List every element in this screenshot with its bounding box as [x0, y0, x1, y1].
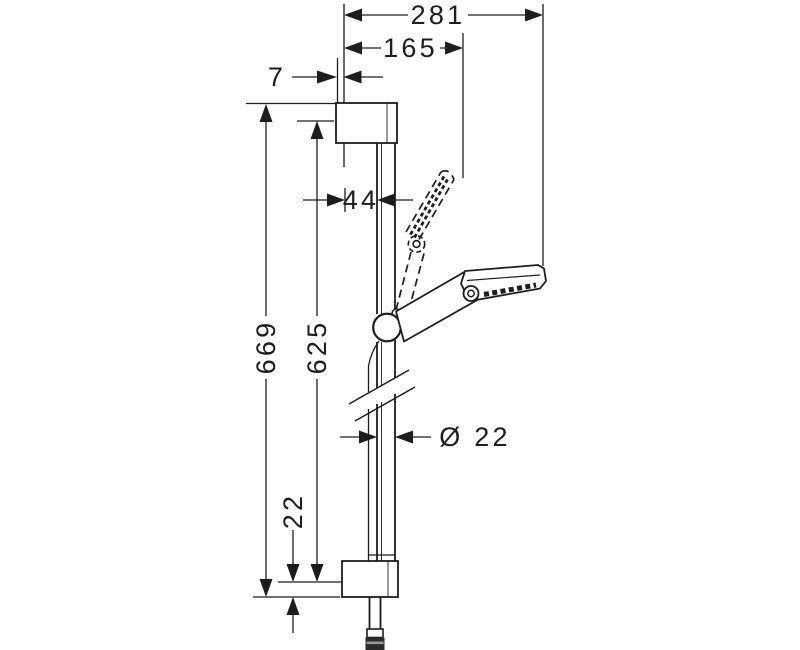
dim-7: [292, 70, 383, 84]
hose-collar: [366, 628, 384, 639]
dimension-labels: 281 165 7 44 669 625 22 Ø 22: [251, 0, 511, 530]
spray-nozzles: [483, 282, 537, 297]
dim-label-7: 7: [268, 62, 286, 92]
bottom-bracket: [341, 560, 399, 598]
top-bracket: [335, 102, 398, 144]
dim-165: [344, 41, 463, 55]
dim-label-44: 44: [343, 185, 380, 215]
dim-label-281: 281: [411, 0, 466, 30]
dim-669: [259, 104, 273, 597]
dim-44: [303, 193, 413, 207]
hand-shower-head: [460, 264, 547, 301]
dim-label-625: 625: [302, 320, 332, 375]
dimension-lines: [259, 8, 543, 633]
dim-281: [344, 8, 543, 22]
dim-625: [310, 121, 324, 582]
extension-lines: [246, 4, 544, 598]
dim-label-669: 669: [251, 320, 281, 375]
dim-diameter-22: [340, 430, 431, 444]
break-symbol: [348, 369, 416, 422]
hose-connector: [365, 597, 385, 650]
dim-label-165: 165: [383, 33, 438, 63]
dim-22: [286, 530, 300, 633]
hand-shower-solid: [395, 264, 547, 343]
dim-label-diameter-22: Ø 22: [439, 422, 511, 452]
dim-label-22: 22: [278, 493, 308, 530]
